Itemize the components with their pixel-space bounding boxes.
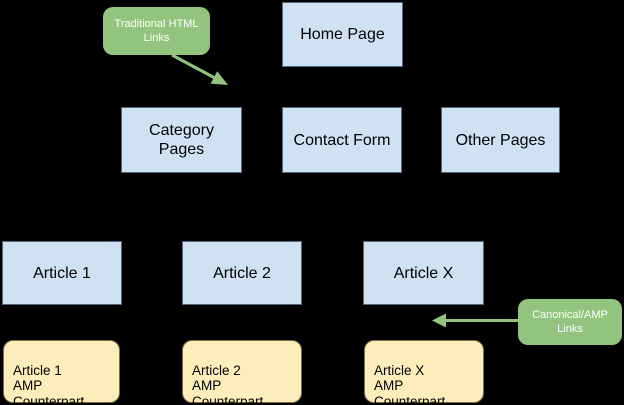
canonical-amp-links-text: Canonical/AMP Links	[532, 309, 608, 335]
node-article-x-amp-counterpart: Article X AMP Counterpart	[364, 340, 484, 405]
traditional-html-links-text: Traditional HTML Links	[114, 18, 199, 44]
node-home-page: Home Page	[282, 2, 403, 67]
node-contact-form: Contact Form	[282, 107, 402, 173]
node-article-2-amp-label: Article 2 AMP Counterpart	[192, 362, 264, 405]
node-category-pages: Category Pages	[121, 107, 242, 173]
node-article-1-label: Article 1	[33, 264, 91, 282]
node-other-pages: Other Pages	[441, 107, 560, 173]
traditional-html-links-label: Traditional HTML Links	[103, 7, 210, 55]
node-article-x: Article X	[363, 241, 484, 305]
node-contact-form-label: Contact Form	[293, 131, 391, 149]
node-article-2: Article 2	[182, 241, 302, 305]
canonical-amp-links-label: Canonical/AMP Links	[518, 299, 622, 345]
canonical-links-arrow	[432, 313, 518, 328]
node-category-pages-label: Category Pages	[149, 122, 214, 158]
node-article-x-label: Article X	[393, 264, 454, 282]
traditional-links-arrow	[171, 53, 228, 85]
node-article-1: Article 1	[2, 241, 122, 305]
node-other-pages-label: Other Pages	[455, 131, 546, 149]
node-article-2-label: Article 2	[213, 264, 271, 282]
node-article-1-amp-label: Article 1 AMP Counterpart	[13, 362, 85, 405]
node-article-x-amp-label: Article X AMP Counterpart	[374, 362, 446, 405]
node-home-page-label: Home Page	[300, 26, 385, 43]
node-article-2-amp-counterpart: Article 2 AMP Counterpart	[182, 340, 302, 405]
node-article-1-amp-counterpart: Article 1 AMP Counterpart	[3, 340, 120, 405]
